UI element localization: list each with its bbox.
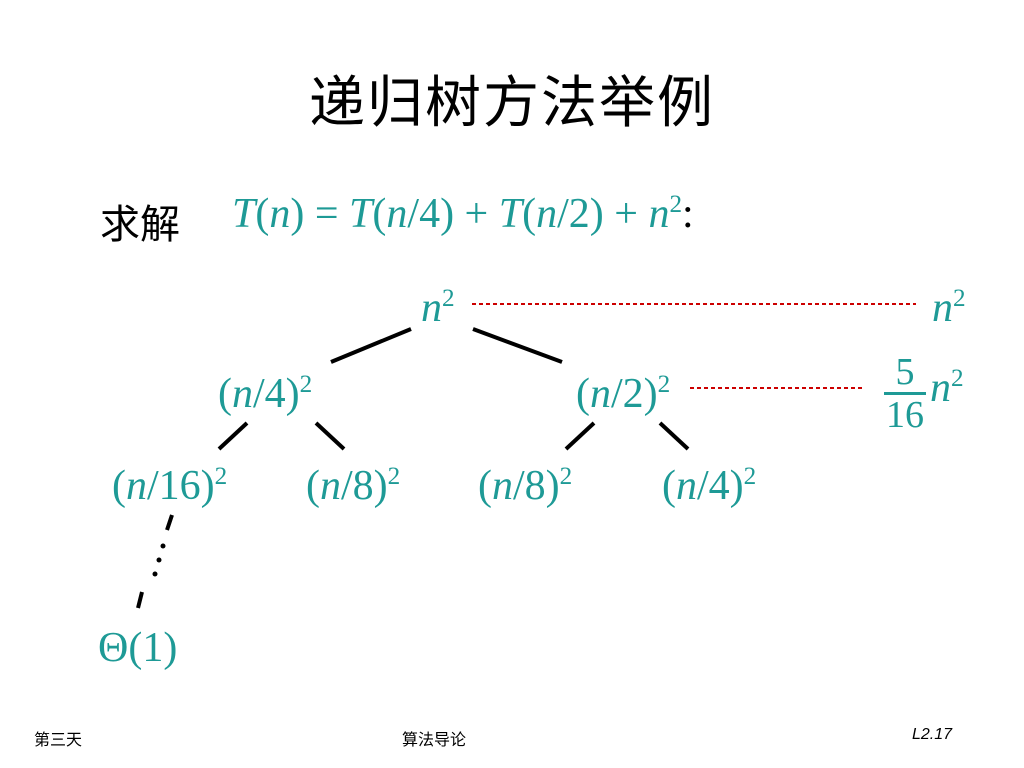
level0-sum: n2 bbox=[932, 285, 966, 331]
tree-node-n8-right: (n/8)2 bbox=[478, 463, 573, 509]
slide-title: 递归树方法举例 bbox=[309, 71, 715, 136]
level1-sum-n: n2 bbox=[930, 365, 964, 411]
footer-page-number: L2.17 bbox=[912, 726, 953, 743]
fraction-bar bbox=[884, 392, 926, 395]
tree-leaf-theta: Θ(1) bbox=[98, 625, 178, 671]
descent-dash-bottom bbox=[136, 591, 144, 609]
tree-node-n4: (n/4)2 bbox=[218, 371, 313, 417]
edge-left-left bbox=[217, 421, 249, 451]
tree-node-n16: (n/16)2 bbox=[112, 463, 228, 509]
tree-node-n8-left: (n/8)2 bbox=[306, 463, 401, 509]
descent-dash-top bbox=[165, 514, 174, 531]
recurrence-equation: T(n) = T(n/4) + T(n/2) + n2: bbox=[232, 191, 694, 237]
descent-dot-2 bbox=[156, 557, 162, 563]
solve-label: 求解 bbox=[100, 202, 180, 248]
edge-root-left bbox=[330, 327, 412, 364]
footer-course: 算法导论 bbox=[402, 730, 467, 749]
edge-right-left bbox=[564, 421, 596, 451]
footer-day: 第三天 bbox=[34, 730, 83, 749]
descent-dot-1 bbox=[160, 543, 166, 549]
edge-root-right bbox=[472, 327, 563, 364]
descent-dot-3 bbox=[152, 571, 158, 577]
edge-left-right bbox=[314, 421, 346, 451]
fraction-denominator: 16 bbox=[886, 394, 924, 436]
level1-fraction: 5 16 bbox=[882, 352, 928, 435]
tree-node-n2: (n/2)2 bbox=[576, 371, 671, 417]
tree-node-n4-right: (n/4)2 bbox=[662, 463, 757, 509]
edge-right-right bbox=[658, 421, 690, 451]
tree-root: n2 bbox=[421, 285, 455, 331]
fraction-numerator: 5 bbox=[895, 351, 915, 393]
